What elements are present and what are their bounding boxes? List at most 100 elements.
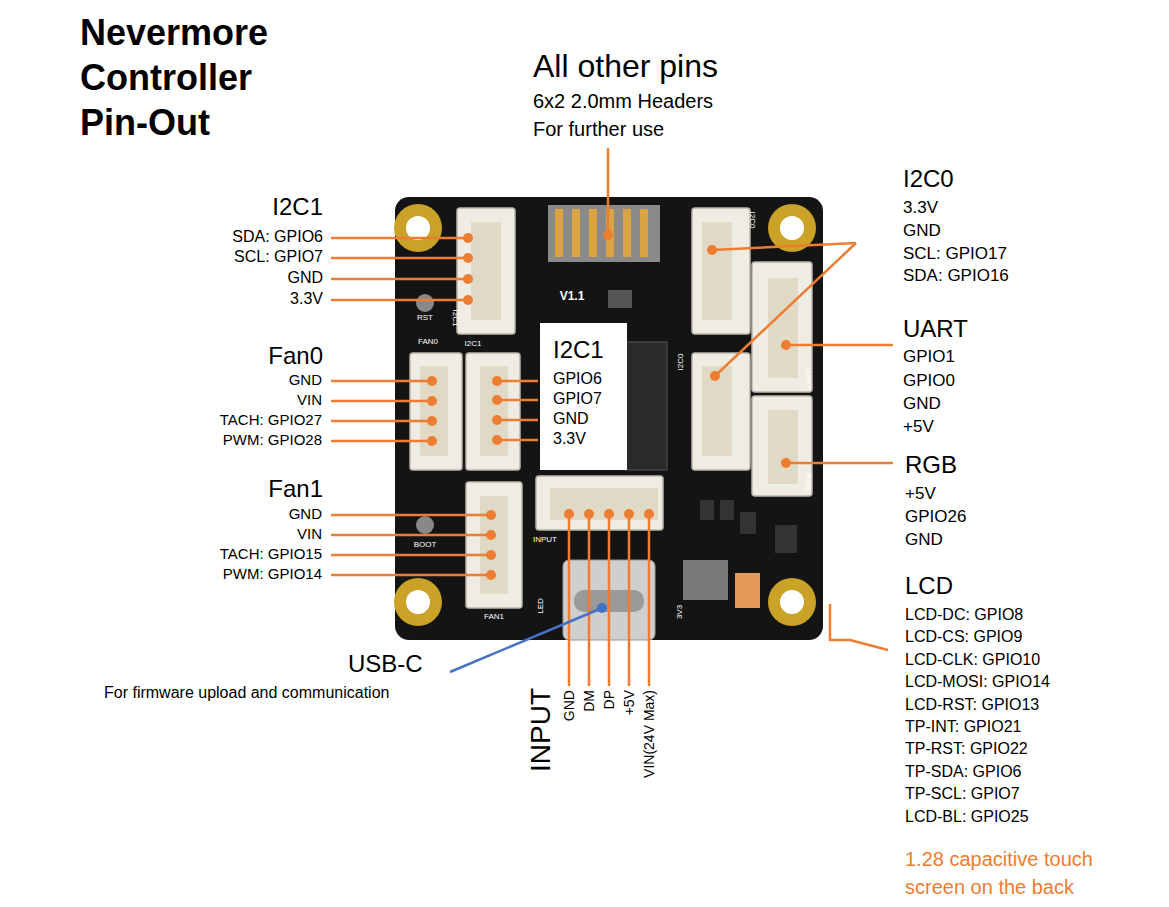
pin-label: VIN(24V Max) [641,690,657,778]
pin-label: 3.3V [290,290,323,308]
connector-housing [768,278,798,378]
usb-leader-line [450,603,607,672]
components [700,500,714,520]
pin-label: LCD-BL: GPIO25 [905,808,1029,826]
pin-label: GND [903,394,941,414]
leader-line [569,514,649,686]
jst-connector [457,208,515,334]
connector-housing [480,496,508,594]
note-text: 1.28 capacitive touch screen on the back [905,845,1135,901]
usb-leader-line [450,608,602,672]
pin-dot [486,570,496,580]
components [740,512,756,534]
pin-label: For firmware upload and communication [104,684,389,702]
leader-line [331,515,491,575]
pin-label: GND [287,269,323,287]
pin-dot [492,395,502,405]
heading-label: INPUT [525,688,557,772]
pin-label: TACH: GPIO15 [220,545,322,562]
heading-label: RGB [905,451,957,479]
pin-header [548,205,660,262]
silkscreen-label: UART [803,367,812,389]
silkscreen-label: I2C0 [676,354,685,371]
silkscreen-label: LED [536,598,545,614]
jst-connector [410,208,812,608]
pin-label: +5V [903,417,934,437]
pin-dot [463,274,473,284]
pin-label: PWM: GPIO28 [223,431,322,448]
leader-line [331,238,468,300]
connector-housing [420,366,448,456]
components [416,294,434,312]
pin-label: DM [581,690,597,712]
pin-label: GPIO6 [553,370,602,388]
jst-connector [752,396,812,496]
pin-label: SDA: GPIO16 [903,266,1009,286]
pin-header [555,209,563,257]
leader-line [830,604,888,650]
pin-label: TP-SCL: GPIO7 [905,785,1020,803]
components [720,500,734,520]
pin-label: +5V [621,690,637,715]
components [416,516,434,534]
jst-connector [752,262,812,392]
heading-label: Fan1 [268,475,323,503]
pin-label: GPIO7 [553,390,602,408]
pin-dot [644,509,654,519]
pin-dot [486,550,496,560]
pin-label: GND [289,371,322,388]
pcb-board [768,578,816,626]
pin-dot [603,230,613,240]
silkscreen-label: V1.1 [560,290,585,304]
pcb-board [780,216,804,240]
pin-dot [486,510,496,520]
pin-header [640,209,648,257]
pcb-board [780,590,804,614]
pin-label: GND [553,410,589,428]
pin-dot [463,295,473,305]
connector-housing [702,366,732,456]
silkscreen-label: BOOT [414,540,437,549]
pin-label: TP-SDA: GPIO6 [905,763,1021,781]
heading-label: USB-C [348,650,423,678]
pin-dot [463,233,473,243]
pin-label: SCL: GPIO17 [903,244,1007,264]
leader-line [712,243,856,376]
heading-label: Fan0 [268,342,323,370]
heading-label: I2C1 [553,336,604,364]
pin-dot [710,371,720,381]
jst-connector [466,482,522,608]
pin-label: GPIO26 [905,507,966,527]
pin-dot [781,340,791,350]
pin-label: For further use [533,118,664,141]
title: Nevermore Controller Pin-Out [80,10,310,145]
leader-line [331,381,432,441]
silkscreen-label: FAN1 [484,612,504,621]
silkscreen-label: INPUT [533,535,557,544]
components [735,573,760,608]
heading-label: I2C0 [903,165,954,193]
pin-dot [492,415,502,425]
pin-dot [427,376,437,386]
pin-label: GPIO1 [903,347,955,367]
leader-line [331,148,893,686]
pin-label: GND [561,690,577,721]
pin-label: 3.3V [553,430,586,448]
pin-dot [492,435,502,445]
pin-dot [486,530,496,540]
pin-label: DP [601,690,617,709]
components [608,290,632,308]
pin-dot [427,416,437,426]
silkscreen-label: I2C1 [450,310,459,327]
pin-label: LCD-MOSI: GPIO14 [905,673,1050,691]
jst-connector [692,208,750,334]
pin-header [548,205,660,262]
leader-line [607,148,610,235]
pin-dot [781,458,791,468]
pin-dot [492,376,502,386]
components [775,525,797,553]
pin-header [623,209,631,257]
pin-header [572,209,580,257]
pin-dot [707,245,717,255]
